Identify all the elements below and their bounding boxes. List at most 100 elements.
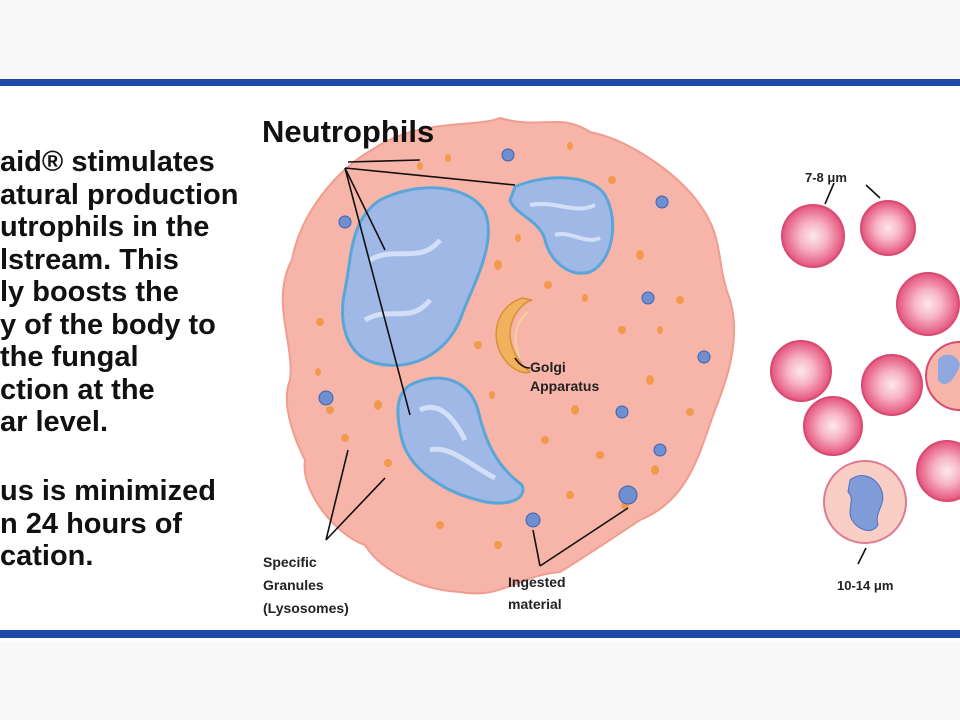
paragraph-line: lstream. This	[0, 243, 179, 276]
ingested-label: material	[508, 596, 562, 612]
top-letterbox	[0, 0, 960, 80]
specific-granule	[445, 154, 451, 162]
blood-cell-group	[770, 200, 960, 544]
red-blood-cell	[916, 440, 960, 502]
white-cell-nucleus	[847, 475, 884, 531]
granules-label: Granules	[263, 577, 324, 593]
small-size-label: 7-8 μm	[805, 170, 847, 185]
ingested-vesicle	[525, 512, 541, 528]
ingested-vesicle	[641, 291, 655, 305]
specific-granule	[341, 434, 349, 442]
ingested-vesicle	[653, 443, 667, 457]
specific-granule	[417, 162, 423, 170]
chromatin-texture	[363, 238, 442, 323]
leader-lines	[325, 159, 881, 567]
red-blood-cell	[860, 200, 916, 256]
leader-line	[344, 167, 411, 416]
leader-line	[514, 357, 531, 369]
specific-granule	[436, 521, 444, 529]
vesicle-group	[318, 148, 711, 528]
red-blood-cell	[770, 340, 832, 402]
red-blood-cell	[861, 354, 923, 416]
leader-line	[347, 159, 421, 163]
specific-granule	[566, 491, 574, 499]
ingested-vesicle	[338, 215, 352, 229]
specific-granule	[646, 375, 654, 385]
nucleus-lobe	[341, 186, 490, 367]
ingested-vesicle	[501, 148, 515, 162]
golgi-label: Golgi	[530, 359, 566, 375]
leader-line	[325, 477, 386, 541]
leader-line	[539, 507, 629, 567]
paragraph-line: ction at the	[0, 373, 155, 406]
red-blood-cell	[781, 204, 845, 268]
paragraph-line: atural production	[0, 178, 239, 211]
specific-granule	[596, 451, 604, 459]
specific-granule	[567, 142, 573, 150]
paragraph-line: n 24 hours of	[0, 507, 183, 540]
paragraph-line: the fungal	[0, 341, 139, 373]
leader-line	[325, 449, 349, 541]
specific-granule	[515, 234, 521, 242]
ingested-vesicle	[615, 405, 629, 419]
paragraph-line: aid® stimulates	[0, 146, 215, 178]
specific-granule	[608, 176, 616, 184]
paragraph-line: us is minimized	[0, 475, 216, 507]
red-blood-cell	[896, 272, 960, 336]
paragraph-line: cation.	[0, 540, 94, 572]
leader-line	[865, 184, 881, 199]
chromatin-texture	[418, 404, 497, 481]
specific-granule	[489, 391, 495, 399]
white-cell-nucleus	[938, 354, 960, 385]
specific-granule	[686, 408, 694, 416]
ingested-vesicle	[318, 390, 334, 406]
diagram-title: Neutrophils	[262, 114, 434, 149]
ingested-vesicle	[655, 195, 669, 209]
chromatin-texture	[529, 202, 601, 242]
nucleus-lobe	[508, 176, 615, 275]
ingested-vesicle	[697, 350, 711, 364]
description-paragraph: aid® stimulates atural production utroph…	[0, 146, 238, 439]
leader-line	[344, 167, 386, 251]
bottom-letterbox	[0, 642, 960, 720]
leader-line	[344, 167, 516, 186]
leader-line	[532, 529, 541, 567]
leader-line	[824, 182, 835, 205]
specific-granule	[544, 281, 552, 289]
specific-granule	[618, 326, 626, 334]
specific-granule	[541, 436, 549, 444]
specific-granule	[582, 294, 588, 302]
granules-label: Specific	[263, 554, 317, 570]
large-size-label: 10-14 μm	[837, 578, 893, 593]
specific-granule	[384, 459, 392, 467]
specific-granule	[326, 406, 334, 414]
golgi-apparatus	[495, 297, 533, 374]
paragraph-line: y of the body to	[0, 308, 216, 341]
leader-line	[857, 547, 867, 565]
ingested-vesicle	[618, 485, 638, 505]
specific-granule	[315, 368, 321, 376]
specific-granule	[571, 405, 579, 415]
golgi-stack	[514, 311, 529, 359]
granule-group	[315, 142, 694, 549]
granules-label: (Lysosomes)	[263, 600, 349, 616]
specific-granule	[494, 541, 502, 549]
specific-granule	[494, 260, 502, 270]
specific-granule	[676, 296, 684, 304]
top-accent-rule	[0, 79, 960, 86]
paragraph-line: utrophils in the	[0, 211, 210, 243]
specific-granule	[316, 318, 324, 326]
red-blood-cell	[803, 396, 863, 456]
paragraph-line: ar level.	[0, 406, 109, 438]
specific-granule	[474, 341, 482, 349]
specific-granule	[636, 250, 644, 260]
bottom-accent-rule	[0, 630, 960, 638]
specific-granule	[374, 400, 382, 410]
golgi-label: Apparatus	[530, 378, 599, 394]
timing-paragraph: us is minimized n 24 hours of cation.	[0, 475, 216, 573]
paragraph-line: ly boosts the	[0, 276, 179, 308]
specific-granule	[657, 326, 663, 334]
ingested-label: Ingested	[508, 574, 566, 590]
specific-granule	[651, 465, 659, 475]
